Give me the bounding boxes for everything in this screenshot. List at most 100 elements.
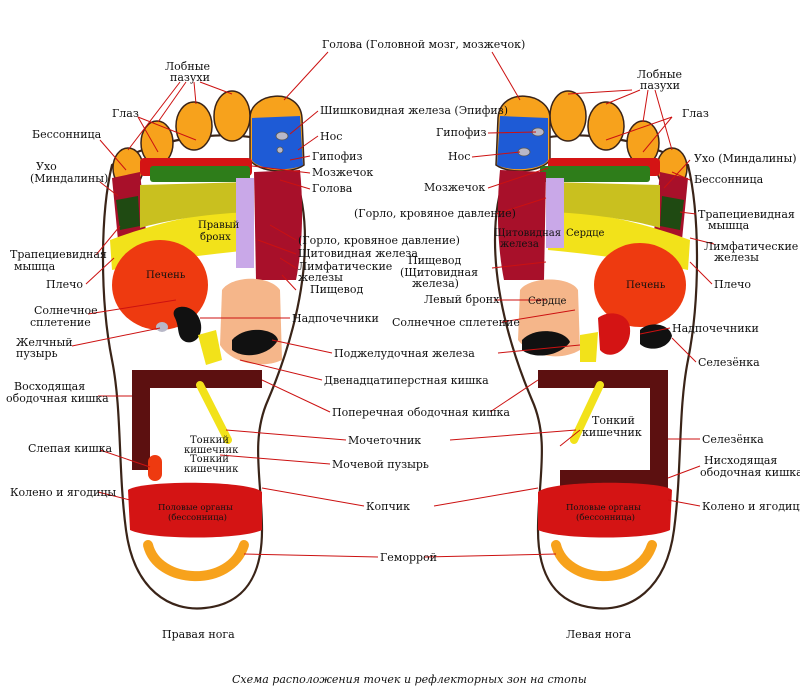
zone-label-sex-r2: (бессонница) bbox=[168, 512, 227, 523]
label-esophagus-l2: (Щитовидная bbox=[400, 266, 478, 279]
zone-label-heart-l2: Сердце bbox=[528, 296, 567, 307]
left-spleen-zone bbox=[594, 243, 686, 327]
label-nose-l: Нос bbox=[448, 150, 470, 163]
label-knee-r: Колено и ягодицы bbox=[10, 486, 116, 499]
zone-label-small-int-r4: кишечник bbox=[184, 464, 239, 475]
label-ascending2: ободочная кишка bbox=[6, 392, 109, 405]
label-frontal-sinus-l: Лобные bbox=[637, 68, 682, 81]
label-frontal-sinus-r: Лобные bbox=[165, 60, 210, 73]
labels: Голова (Головной мозг, мозжечок) Лобные … bbox=[6, 38, 800, 686]
left-hemorrhoid-arc bbox=[551, 540, 657, 582]
label-pancreas: Поджелудочная железа bbox=[334, 347, 475, 360]
leader-lines bbox=[71, 51, 715, 558]
zone-label-small-int-r: Тонкий bbox=[190, 435, 229, 446]
label-hemorrhoids: Геморрой bbox=[380, 551, 437, 564]
label-insomnia-r: Бессонница bbox=[32, 128, 102, 141]
label-solar-r: Солнечное bbox=[34, 304, 98, 317]
label-spleen-l: Селезёнка bbox=[698, 356, 760, 369]
right-green-band bbox=[150, 166, 250, 182]
label-trapezius-r2: мышца bbox=[14, 260, 56, 273]
label-bronchus-l: Левый бронх bbox=[424, 293, 500, 306]
label-shoulder-r: Плечо bbox=[46, 278, 83, 291]
right-pituitary-dot bbox=[276, 146, 284, 154]
left-adrenal-black bbox=[640, 324, 672, 349]
label-knee-l: Колено и ягодицы bbox=[702, 500, 800, 513]
left-ear-dark bbox=[660, 196, 684, 230]
label-lymph-c: Лимфатические bbox=[298, 260, 392, 273]
left-toe-3 bbox=[587, 101, 625, 151]
label-right-foot: Правая нога bbox=[162, 628, 235, 641]
label-pituitary-l: Гипофиз bbox=[436, 126, 487, 139]
label-gallbladder: Желчный bbox=[16, 336, 73, 349]
label-cerebellum-c: Мозжечок bbox=[312, 166, 373, 179]
label-pituitary-c: Гипофиз bbox=[312, 150, 363, 163]
right-toe-2 bbox=[213, 90, 251, 142]
left-spleen-small bbox=[598, 313, 631, 355]
label-duodenum: Двенадцатиперстная кишка bbox=[324, 374, 489, 387]
diagram-caption: Схема расположения точек и рефлекторных … bbox=[232, 673, 587, 686]
right-lavender-zone bbox=[236, 178, 254, 268]
zone-label-sex-r: Половые органы bbox=[158, 503, 233, 513]
label-adrenal-c: Надпочечники bbox=[292, 312, 379, 325]
zone-label-liver-r: Печень bbox=[146, 270, 186, 281]
label-throat-l: (Горло, кровяное давление) bbox=[354, 207, 516, 220]
label-nose-c: Нос bbox=[320, 130, 342, 143]
right-transverse-colon bbox=[132, 370, 262, 388]
zone-label-bronchus-r: Правый bbox=[198, 220, 240, 231]
left-toe-2 bbox=[549, 90, 587, 142]
label-lymph-l: Лимфатические bbox=[704, 240, 798, 253]
label-esophagus-l: Пищевод bbox=[408, 254, 461, 267]
right-gallbladder-dot bbox=[156, 322, 168, 332]
label-adrenal-l: Надпочечники bbox=[672, 322, 759, 335]
left-transverse-colon bbox=[538, 370, 668, 388]
label-lymph-l2: железы bbox=[714, 251, 759, 264]
label-eye-r: Глаз bbox=[112, 107, 139, 120]
right-ureter bbox=[196, 381, 232, 444]
zone-label-heart-l: Сердце bbox=[566, 228, 605, 239]
label-head-c: Голова bbox=[312, 182, 353, 195]
right-foot bbox=[101, 90, 307, 610]
label-solar-l: Солнечное сплетение bbox=[392, 316, 520, 329]
label-cerebellum-l: Мозжечок bbox=[424, 181, 485, 194]
zone-label-thyroid-l2: железа bbox=[500, 239, 539, 250]
label-trapezius-r: Трапециевидная bbox=[10, 248, 107, 261]
right-crimson-column bbox=[254, 170, 303, 280]
label-lymph-c2: железы bbox=[298, 271, 343, 284]
left-descending-colon bbox=[650, 370, 668, 488]
label-bladder: Мочевой пузырь bbox=[332, 458, 429, 471]
label-esophagus-c: Пищевод bbox=[310, 283, 363, 296]
label-frontal-sinus-l2: пазухи bbox=[640, 79, 680, 92]
right-big-toe-blue-zone bbox=[252, 116, 303, 170]
right-olive-band bbox=[140, 182, 250, 228]
label-ear-l: Ухо (Миндалины) bbox=[694, 152, 797, 165]
label-descending: Нисходящая bbox=[704, 454, 777, 467]
left-heel-red-band bbox=[538, 482, 672, 538]
label-pineal: Шишковидная железа (Эпифиз) bbox=[320, 104, 508, 117]
label-throat-c: (Горло, кровяное давление) bbox=[298, 234, 460, 247]
label-coccyx: Копчик bbox=[366, 500, 410, 513]
zone-label-small-int-r3: Тонкий bbox=[190, 454, 229, 465]
label-left-foot: Левая нога bbox=[566, 628, 632, 641]
label-trapezius-l: Трапециевидная bbox=[698, 208, 795, 221]
zone-label-sex-l2: (бессонница) bbox=[576, 512, 635, 523]
label-eye-l: Глаз bbox=[682, 107, 709, 120]
label-insomnia-l: Бессонница bbox=[694, 173, 764, 186]
label-caecum: Слепая кишка bbox=[28, 442, 113, 455]
label-transverse: Поперечная ободочная кишка bbox=[332, 406, 510, 419]
label-small-int-l: Тонкий bbox=[592, 414, 635, 427]
label-solar-r2: сплетение bbox=[30, 316, 91, 329]
right-hemorrhoid-arc bbox=[143, 540, 249, 582]
label-thyroid-c: Щитовидная железа bbox=[298, 247, 418, 260]
right-heel-red-band bbox=[128, 482, 262, 538]
label-descending2: ободочная кишка bbox=[700, 466, 800, 479]
zone-label-sex-l: Половые органы bbox=[566, 503, 641, 513]
label-ureters: Мочеточник bbox=[348, 434, 421, 447]
label-trapezius-l2: мышца bbox=[708, 219, 750, 232]
label-esophagus-l3: железа) bbox=[412, 277, 459, 290]
zone-label-small-int-r2: кишечник bbox=[184, 445, 239, 456]
right-adrenal-black bbox=[232, 329, 278, 356]
label-ascending: Восходящая bbox=[14, 380, 85, 393]
left-green-band bbox=[540, 166, 650, 182]
label-ear-r2: (Миндалины) bbox=[30, 172, 108, 185]
